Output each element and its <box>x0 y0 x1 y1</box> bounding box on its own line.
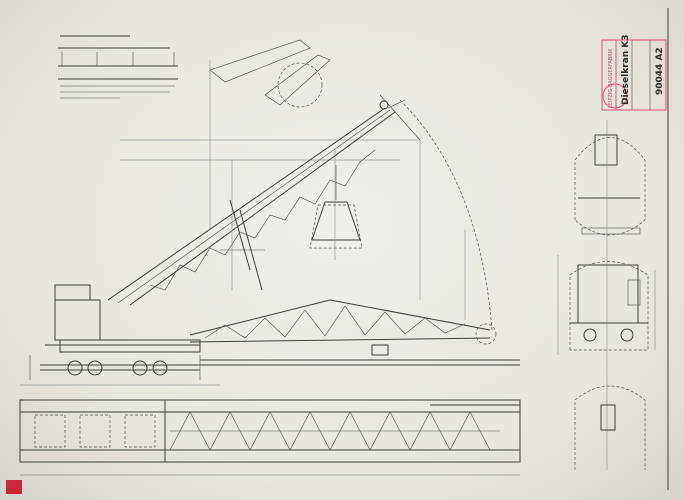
section-views <box>557 120 656 470</box>
crane-boom-raised <box>107 99 406 306</box>
drawing-title: Dieselkran K3 <box>621 35 631 105</box>
crane-carrier <box>20 284 520 386</box>
upper-boom-positions <box>120 39 421 230</box>
plan-view <box>19 399 521 476</box>
title-block: LEIPZIG-BAGGERFABRIK Dieselkran K3 90044… <box>601 35 667 111</box>
drawing-number: 90044 A2 <box>655 47 665 95</box>
logo <box>6 480 22 494</box>
crane-boom-lowered <box>189 299 497 345</box>
company-name: LEIPZIG-BAGGERFABRIK <box>608 48 614 108</box>
working-range-table <box>58 35 178 99</box>
slewing-arc <box>399 99 493 331</box>
